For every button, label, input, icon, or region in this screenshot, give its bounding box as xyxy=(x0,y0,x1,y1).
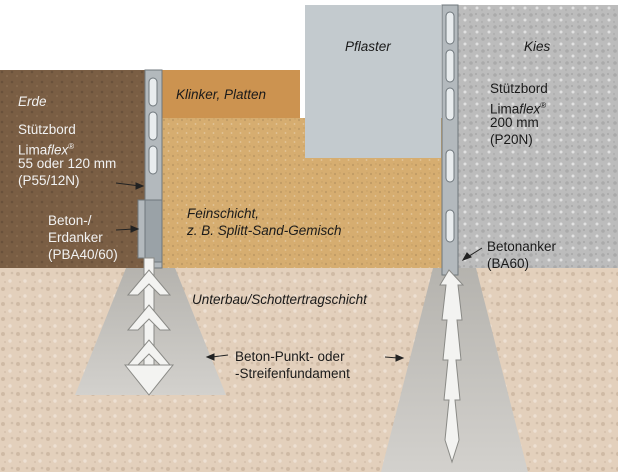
left-profile-label-line1: Stützbord xyxy=(18,122,76,137)
left-anchor-label-line2: Erdanker xyxy=(48,230,103,245)
right-anchor-label-line1: Betonanker xyxy=(487,239,557,254)
left-anchor-label-line3: (PBA40/60) xyxy=(48,247,118,262)
right-profile-label-line3: 200 mm xyxy=(490,115,539,130)
unterbau-layer xyxy=(0,268,618,472)
left-edging-profile xyxy=(137,69,163,269)
feinschicht-label-line2: z. B. Splitt-Sand-Gemisch xyxy=(187,223,342,238)
pflaster-block xyxy=(305,5,441,158)
right-profile-label-line4: (P20N) xyxy=(490,132,533,147)
fundament-label-line2: -Streifenfundament xyxy=(235,366,350,381)
leader-arrows xyxy=(115,182,483,362)
right-profile-label-line2: Limaflex® xyxy=(490,101,547,117)
left-anchor-spike xyxy=(123,257,175,396)
right-anchor-spike xyxy=(439,269,465,464)
left-profile-label-line2: Limaflex® xyxy=(18,142,75,158)
left-anchor-label-line1: Beton-/ xyxy=(48,213,92,228)
klinker-layer xyxy=(162,70,300,118)
feinschicht-layer xyxy=(162,118,444,268)
left-profile-label-line4: (P55/12N) xyxy=(18,173,80,188)
pflaster-label: Pflaster xyxy=(345,39,391,54)
right-profile-label-line1: Stützbord xyxy=(490,81,548,96)
right-anchor-label-line2: (BA60) xyxy=(487,256,530,271)
feinschicht-label-line1: Feinschicht, xyxy=(187,206,260,221)
right-edging-profile xyxy=(441,4,459,276)
kies-label: Kies xyxy=(524,39,551,54)
klinker-label: Klinker, Platten xyxy=(176,87,267,102)
left-profile-label-line3: 55 oder 120 mm xyxy=(18,156,117,171)
unterbau-label: Unterbau/Schottertragschicht xyxy=(192,292,367,307)
kies-layer xyxy=(457,5,618,268)
erde-label: Erde xyxy=(18,94,47,109)
fundament-label-line1: Beton-Punkt- oder xyxy=(235,349,345,364)
erde-layer xyxy=(0,70,150,268)
